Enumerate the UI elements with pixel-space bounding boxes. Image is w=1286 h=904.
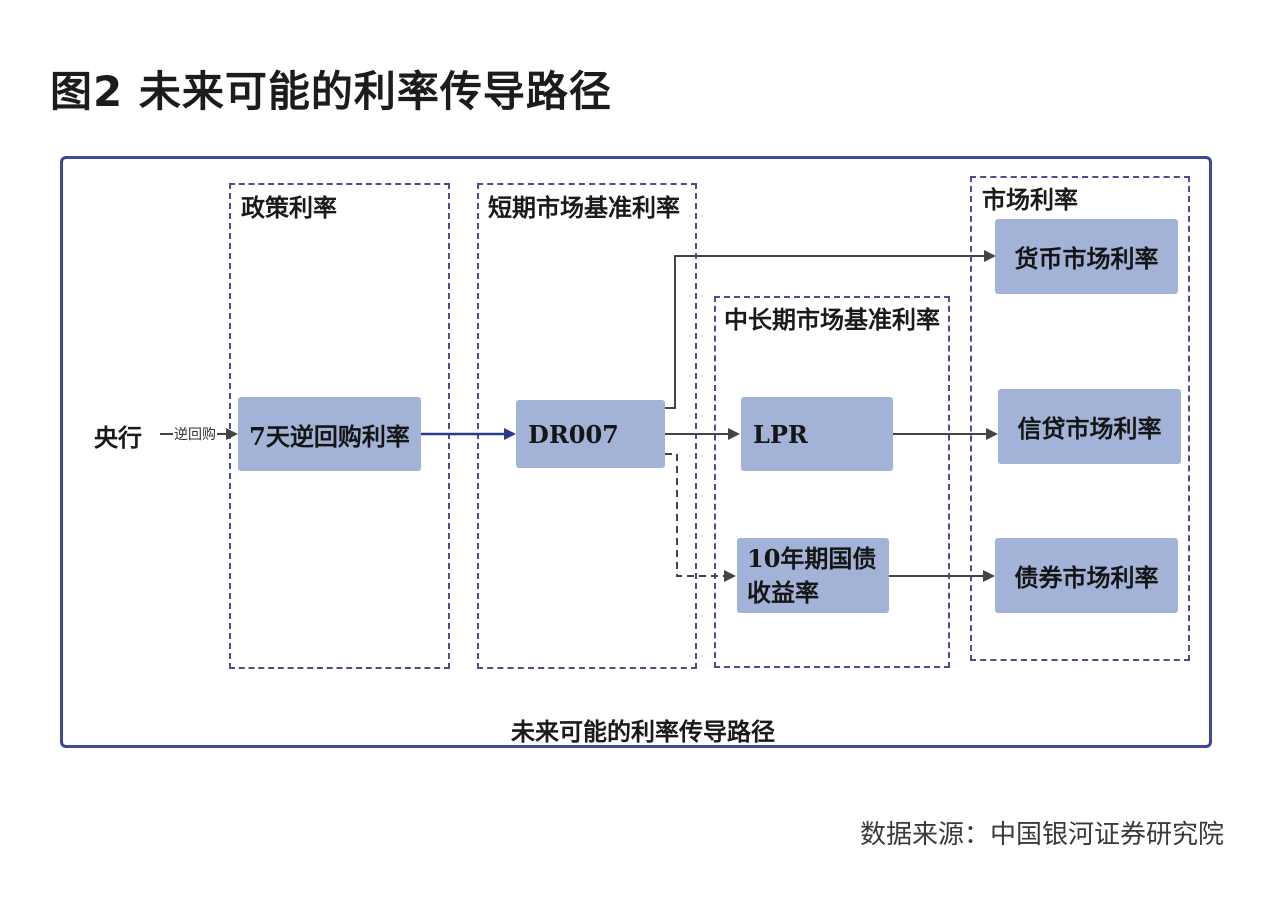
group-label-policy-rate: 政策利率 <box>241 193 337 222</box>
source-note: 数据来源：中国银河证券研究院 <box>859 820 1224 850</box>
node-10y-bond-yield: 10年期国债 收益率 <box>737 538 889 613</box>
node-dr007: DR007 <box>516 400 665 468</box>
diagram-frame <box>60 156 1212 748</box>
group-label-mid-long-term-benchmark: 中长期市场基准利率 <box>724 305 940 334</box>
group-label-market-rate: 市场利率 <box>982 185 1078 214</box>
label-reverse-repo: 逆回购 <box>173 424 217 444</box>
node-bond-market-rate: 债券市场利率 <box>995 538 1178 613</box>
arrow-dr007-to-10y-bond <box>665 453 736 582</box>
node-credit-market-rate: 信贷市场利率 <box>998 389 1181 464</box>
arrow-dr007-to-money-market <box>665 250 996 409</box>
node-7d-reverse-repo-rate: 7天逆回购利率 <box>238 397 421 471</box>
group-market-rate <box>970 176 1190 661</box>
node-money-market-rate: 货币市场利率 <box>995 219 1178 294</box>
node-10y-bond-yield-line2: 收益率 <box>747 577 819 607</box>
group-policy-rate <box>229 183 450 669</box>
node-central-bank: 央行 <box>94 423 142 452</box>
group-short-term-benchmark <box>477 183 697 669</box>
group-label-short-term-benchmark: 短期市场基准利率 <box>488 193 680 222</box>
group-mid-long-term-benchmark <box>714 296 950 668</box>
node-lpr: LPR <box>741 397 893 471</box>
node-10y-bond-yield-line1: 10年期国债 <box>747 543 877 573</box>
diagram-caption: 未来可能的利率传导路径 <box>511 717 775 746</box>
figure-title: 图2 未来可能的利率传导路径 <box>50 67 612 116</box>
